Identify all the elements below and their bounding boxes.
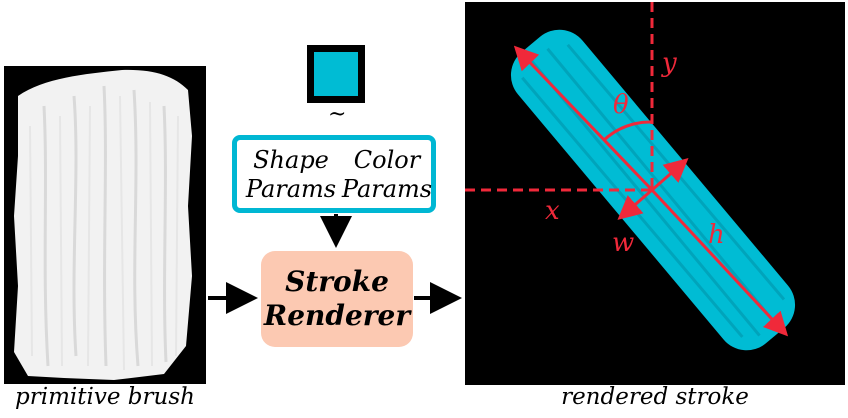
renderer-label-line1: Stroke <box>285 265 389 298</box>
shape-params-label: Shape Params <box>245 146 337 203</box>
caption-rendered-stroke: rendered stroke <box>561 384 749 410</box>
primitive-brush-image <box>4 66 206 384</box>
caption-primitive-brush: primitive brush <box>15 384 195 410</box>
rendered-stroke-image <box>465 2 845 385</box>
color-swatch <box>307 45 365 103</box>
label-x: x <box>545 196 560 226</box>
params-box: Shape Params Color Params <box>232 135 436 213</box>
stroke-renderer-box: Stroke Renderer <box>261 251 413 347</box>
label-h: h <box>708 220 725 250</box>
label-theta: θ <box>613 90 629 120</box>
label-y: y <box>662 48 677 78</box>
renderer-label-line2: Renderer <box>263 299 411 332</box>
sampling-tilde: ~ <box>328 102 347 127</box>
label-w: w <box>612 228 635 258</box>
color-params-label: Color Params <box>341 146 433 203</box>
